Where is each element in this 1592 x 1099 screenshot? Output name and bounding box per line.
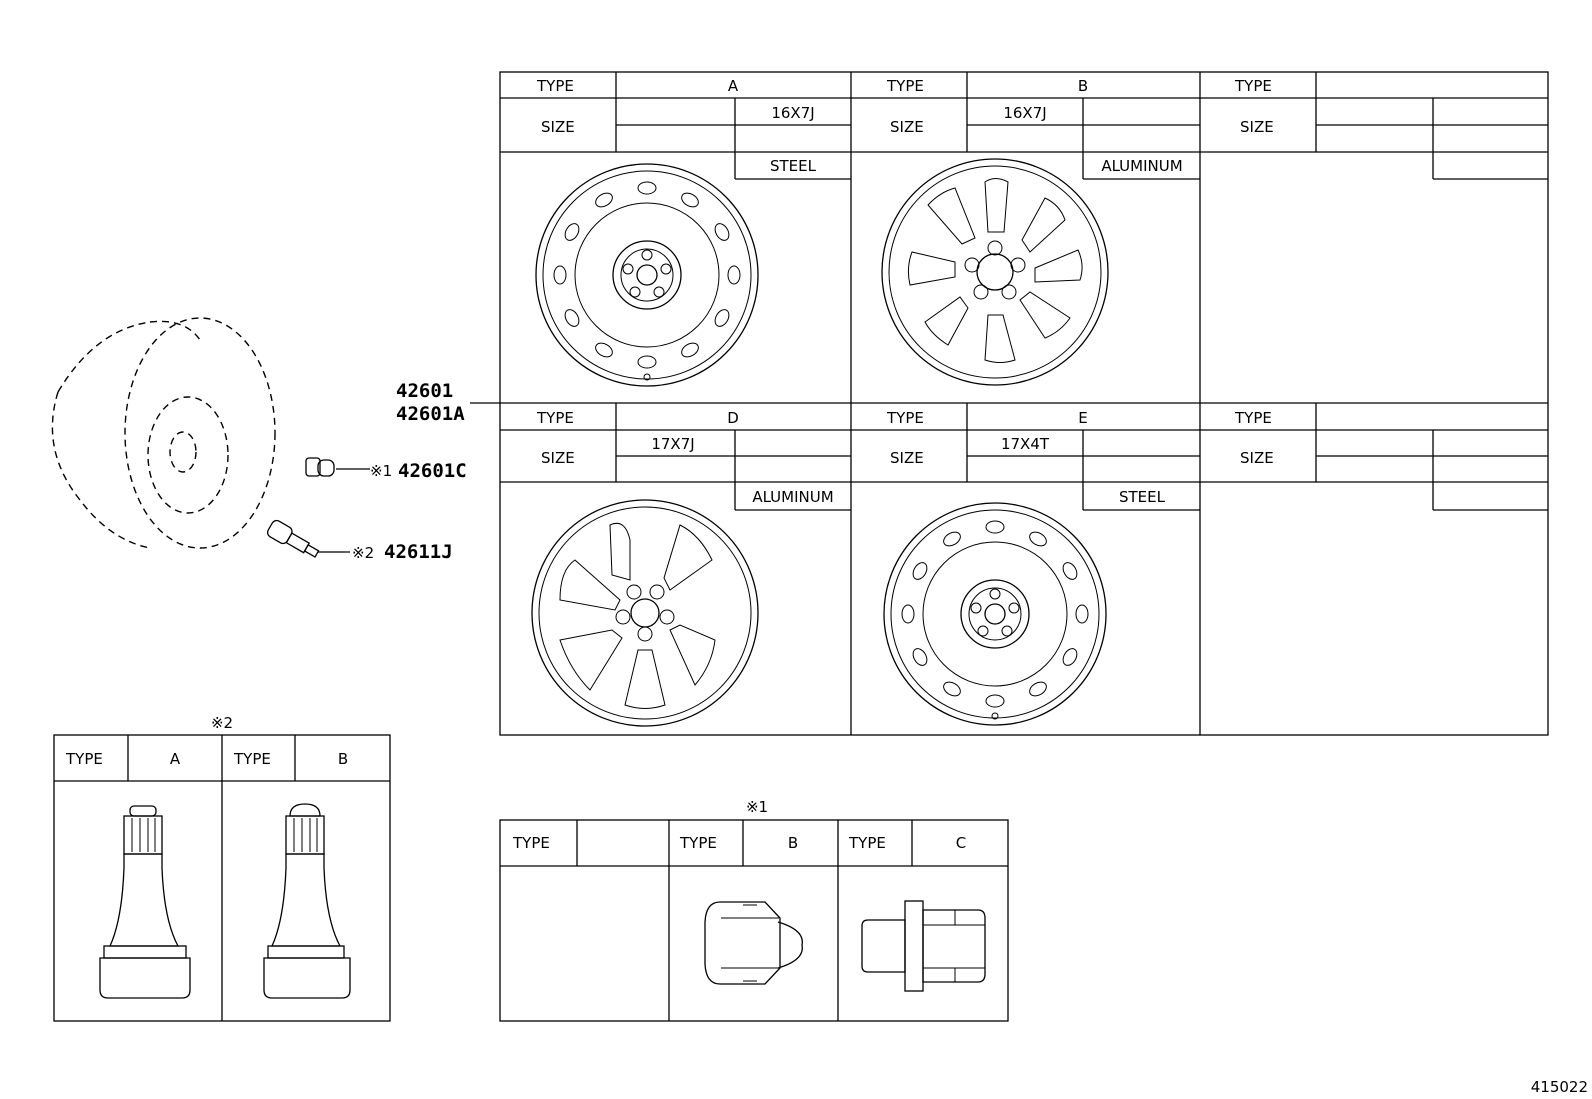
wheel-a-type-label: TYPE [536,77,574,95]
valve-a-type-value: A [170,750,181,768]
wheel-b-size-label: SIZE [890,118,924,136]
valve-b-type-value: B [338,750,348,768]
valve-a-type-label: TYPE [65,750,103,768]
nut-c-drawing [861,900,986,992]
wheel-c-size-label: SIZE [1240,118,1274,136]
wheel-f-type-label: TYPE [1234,409,1272,427]
wheel-e-type-value: E [1078,409,1087,427]
wheel-a-type-value: A [728,77,739,95]
wheel-f-size-label: SIZE [1240,449,1274,467]
nut-a-type-label: TYPE [512,834,550,852]
valve-table [53,734,391,1022]
wheel-e-size-value: 17X4T [1001,435,1050,453]
nut-b-type-label: TYPE [679,834,717,852]
steel-wheel-e-drawing [883,502,1107,726]
wheel-b-material: ALUMINUM [1101,157,1182,175]
wheel-table [499,71,1549,736]
wheel-b-size-value: 16X7J [1003,104,1046,122]
nut-c-type-value: C [956,834,966,852]
valve-callout-mark: ※2 [352,544,374,562]
wheel-d-size-label: SIZE [541,449,575,467]
wheel-b-type-value: B [1078,77,1088,95]
lug-nut-icon [305,457,370,477]
nut-c-type-label: TYPE [848,834,886,852]
wheel-a-size-value: 16X7J [771,104,814,122]
steel-wheel-a-drawing [535,163,759,387]
nut-part-number: 42601C [398,460,467,482]
wheel-c-type-label: TYPE [1234,77,1272,95]
wheel-b-type-label: TYPE [886,77,924,95]
wheel-d-material: ALUMINUM [752,488,833,506]
wheel-d-type-label: TYPE [536,409,574,427]
nut-table-mark: ※1 [746,798,768,816]
wheel-e-type-label: TYPE [886,409,924,427]
wheel-a-size-label: SIZE [541,118,575,136]
wheel-d-size-value: 17X7J [651,435,694,453]
aluminum-wheel-b-drawing [881,158,1109,386]
wheel-e-size-label: SIZE [890,449,924,467]
valve-b-type-label: TYPE [233,750,271,768]
nut-callout-mark: ※1 [370,462,392,480]
valve-part-number: 42611J [384,541,453,563]
valve-b-drawing [263,803,351,999]
wheel-d-type-value: D [727,409,739,427]
valve-a-drawing [99,805,191,999]
nut-b-drawing [704,901,803,985]
wheel-assembly-illustration [51,317,276,549]
wheel-e-material: STEEL [1119,488,1166,506]
valve-stem-icon [266,519,350,558]
diagram-id: 415022 [1531,1078,1588,1096]
nut-b-type-value: B [788,834,798,852]
wheel-a-material: STEEL [770,157,817,175]
wheel-part-number-1: 42601 [396,380,453,402]
valve-table-mark: ※2 [211,714,233,732]
nut-table [499,819,1009,1022]
wheel-part-number-2: 42601A [396,403,465,425]
aluminum-wheel-d-drawing [531,499,759,727]
